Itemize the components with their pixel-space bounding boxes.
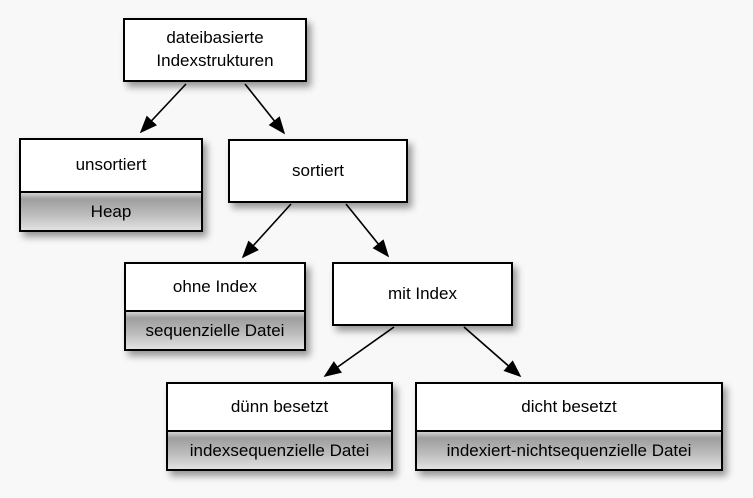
node-label: ohne Index: [172, 276, 258, 296]
node-ohne-index: ohne Index sequenzielle Datei: [124, 262, 306, 351]
edge-mit-index-dicht-besetzt: [463, 326, 522, 378]
node-unsortiert: unsortiert Heap: [19, 138, 203, 232]
node-dicht-besetzt: dicht besetzt indexiert-nichtsequenziell…: [415, 382, 723, 471]
node-label: sortiert: [292, 160, 344, 180]
edge-root-sortiert: [244, 83, 286, 135]
node-sortiert: sortiert: [228, 139, 408, 203]
edge-sortiert-mit-index: [345, 203, 390, 258]
node-sublabel: Heap: [21, 191, 201, 230]
edge-mit-index-duenn-besetzt: [323, 326, 395, 378]
node-sublabel: indexsequenzielle Datei: [168, 430, 391, 469]
node-duenn-besetzt: dünn besetzt indexsequenzielle Datei: [166, 382, 393, 471]
edge-root-unsortiert: [139, 83, 187, 134]
edge-sortiert-ohne-index: [241, 203, 292, 259]
node-dateibasierte-indexstrukturen: dateibasierte Indexstrukturen: [123, 18, 307, 82]
node-sublabel: indexiert-nichtsequenzielle Datei: [417, 430, 721, 469]
node-mit-index: mit Index: [332, 262, 513, 326]
node-label: unsortiert: [75, 155, 147, 175]
node-label: dateibasierte Indexstrukturen: [156, 28, 274, 70]
node-label: mit Index: [388, 283, 457, 303]
node-sublabel: sequenzielle Datei: [126, 310, 304, 349]
node-label: dicht besetzt: [521, 396, 617, 416]
node-label: dünn besetzt: [230, 396, 329, 416]
